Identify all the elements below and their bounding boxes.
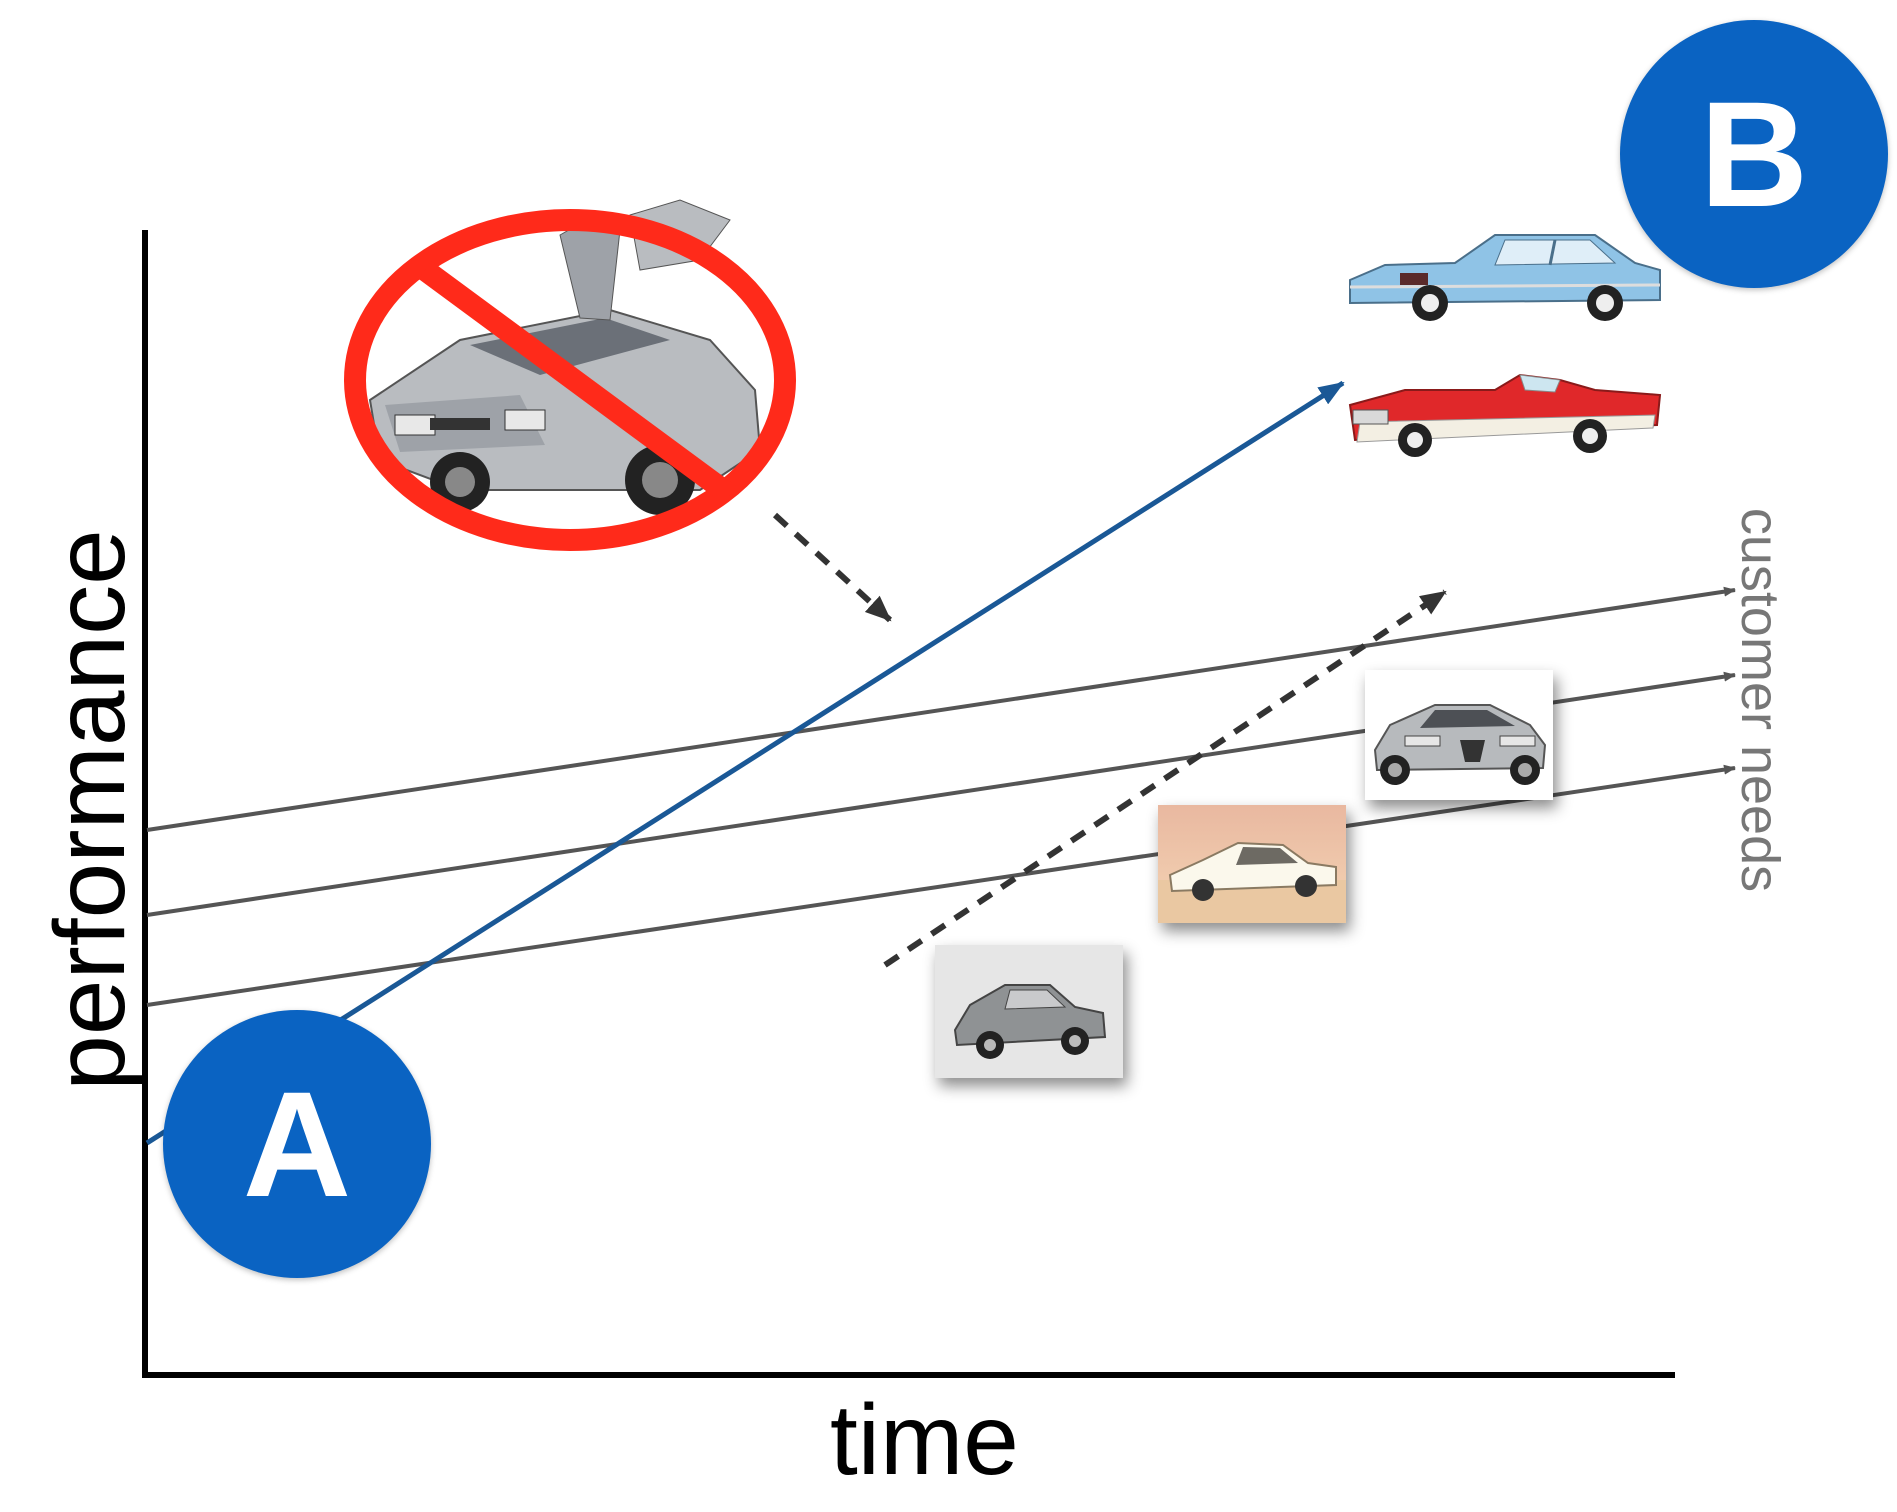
customer-needs-line-high	[146, 586, 1736, 832]
y-axis-label: performance	[34, 529, 146, 1091]
prohibition-icon	[344, 209, 796, 551]
marker-b-badge: B	[1620, 20, 1888, 288]
customer-needs-line-low	[146, 764, 1736, 1007]
silver-luxury-sedan-photo	[1365, 670, 1553, 800]
prohibited-car-image	[340, 190, 810, 570]
grey-vintage-sedan-photo	[935, 945, 1123, 1078]
vintage-blue-sedan-image	[1345, 225, 1665, 330]
vintage-red-convertible-image	[1345, 360, 1665, 465]
x-axis-label: time	[830, 1384, 1019, 1496]
marker-a-badge: A	[163, 1010, 431, 1278]
customer-needs-label: customer needs	[1730, 507, 1790, 893]
disruptive-trajectory-line	[145, 380, 1345, 1146]
dashed-arrow-sustaining	[883, 589, 1447, 968]
white-sedan-desert-photo	[1158, 805, 1346, 923]
